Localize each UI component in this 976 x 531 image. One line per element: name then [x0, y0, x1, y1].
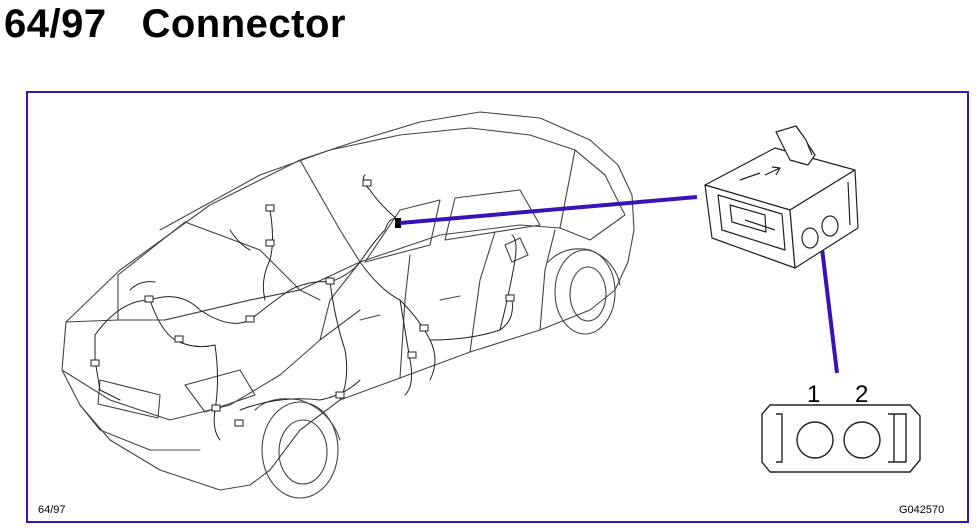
- diagram-frame: [26, 91, 969, 523]
- connector-housing-3d: [704, 125, 859, 269]
- leader-line-car: [399, 195, 698, 225]
- figure-image-code: G042570: [899, 504, 945, 516]
- connector-pin-face: [761, 404, 921, 473]
- harness-connectors: [90, 179, 515, 427]
- figure-ref-code: 64/97: [38, 504, 66, 516]
- connector-location-marker: [395, 218, 401, 228]
- wiring-harness: [94, 174, 517, 441]
- pin-1-hole: [796, 421, 834, 459]
- pin-1-label: 1: [807, 381, 820, 408]
- pin-2-hole: [843, 421, 881, 459]
- page-title: 64/97 Connector: [4, 2, 346, 46]
- car-wiring-illustration: [61, 111, 635, 499]
- pin-2-label: 2: [855, 381, 868, 408]
- leader-line-pins: [819, 239, 839, 374]
